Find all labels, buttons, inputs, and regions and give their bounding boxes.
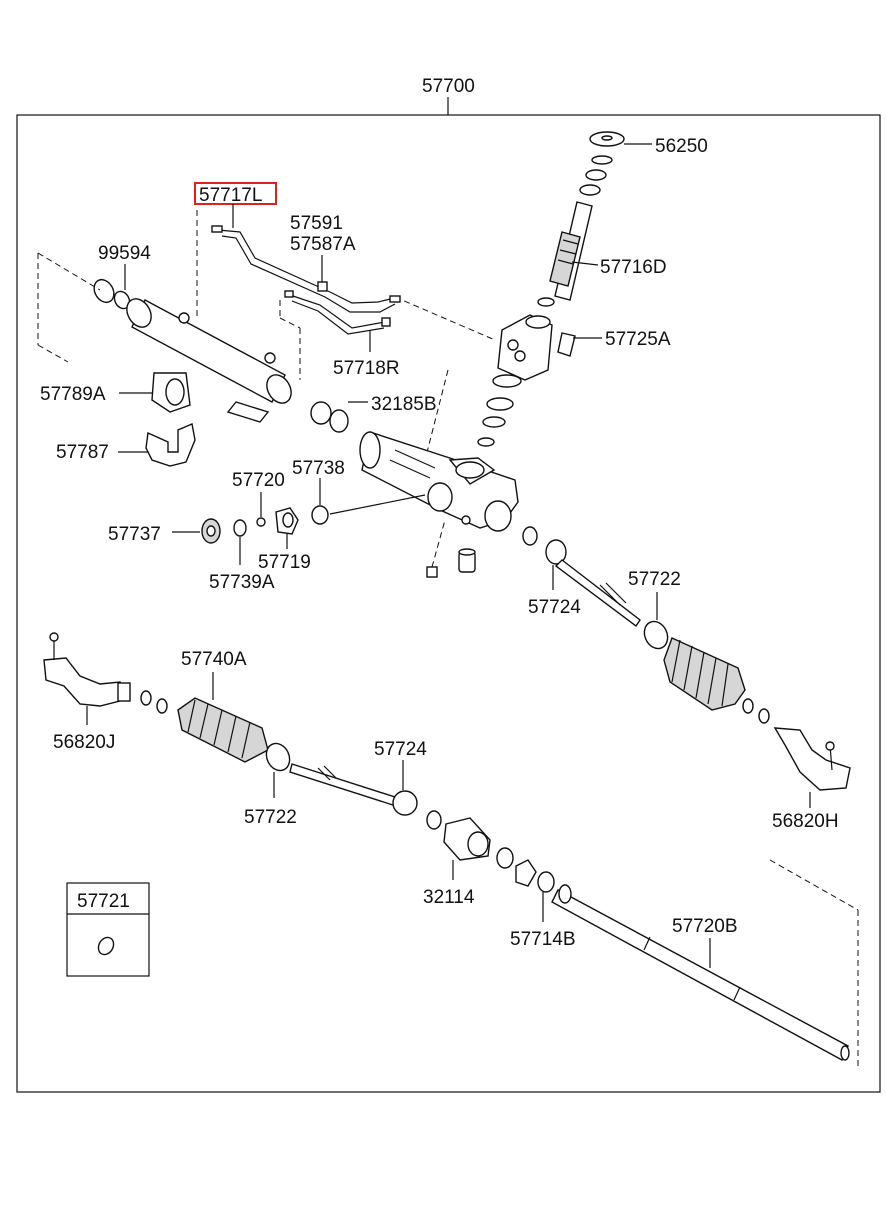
- label-57787[interactable]: 57787: [56, 442, 109, 463]
- part-57722-clamp-left[interactable]: [262, 740, 294, 775]
- part-57740A-boot-left[interactable]: [177, 697, 269, 763]
- part-57720-nut[interactable]: [256, 517, 266, 527]
- boot-right[interactable]: [663, 637, 746, 711]
- label-57722-left[interactable]: 57722: [244, 807, 297, 828]
- part-57738-oring[interactable]: [311, 505, 329, 525]
- part-57718R-return-tube[interactable]: [284, 290, 391, 335]
- label-57714B[interactable]: 57714B: [510, 929, 576, 950]
- label-57722-right[interactable]: 57722: [628, 569, 681, 590]
- highlight-box-57717L: [194, 182, 277, 205]
- label-57738[interactable]: 57738: [292, 458, 345, 479]
- cylinder-tube[interactable]: [122, 295, 296, 408]
- label-57720B[interactable]: 57720B: [672, 916, 738, 937]
- gear-housing[interactable]: [359, 431, 519, 532]
- label-plate: [226, 401, 270, 423]
- part-57789A-bushing[interactable]: [151, 372, 191, 413]
- label-57724-right[interactable]: 57724: [528, 597, 581, 618]
- label-57717L[interactable]: 57717L: [199, 185, 262, 206]
- label-57789A[interactable]: 57789A: [40, 384, 106, 405]
- pinion-seals: [579, 155, 613, 196]
- label-56250[interactable]: 56250: [655, 136, 708, 157]
- part-56820H-tie-rod-end[interactable]: [773, 727, 851, 791]
- housing-mount: [458, 548, 476, 573]
- tie-rod-ring-right: [522, 526, 538, 546]
- label-57724-left[interactable]: 57724: [374, 739, 427, 760]
- inset-57721[interactable]: [66, 882, 150, 977]
- part-56250-washer[interactable]: [589, 131, 625, 147]
- label-57725A[interactable]: 57725A: [605, 329, 671, 350]
- part-57714B-nut[interactable]: [515, 859, 555, 893]
- part-57725A-plug[interactable]: [557, 332, 576, 357]
- part-57717L-feed-tube[interactable]: [211, 225, 401, 313]
- label-57740A[interactable]: 57740A: [181, 649, 247, 670]
- part-32114-bushing[interactable]: [443, 817, 491, 861]
- housing-bolt: [426, 519, 446, 578]
- part-57737-locknut[interactable]: [201, 518, 221, 544]
- assembly-label[interactable]: 57700: [422, 76, 475, 97]
- label-57591[interactable]: 57591: [290, 213, 343, 234]
- part-56820J-tie-rod-end[interactable]: [43, 632, 131, 707]
- part-99594-seal[interactable]: [90, 276, 132, 311]
- part-57716D-pinion-shaft[interactable]: [537, 201, 593, 307]
- label-99594[interactable]: 99594: [98, 243, 151, 264]
- part-57724-inner-tie-rod-left[interactable]: [289, 763, 418, 816]
- part-57591-clip[interactable]: [317, 281, 328, 292]
- label-57719[interactable]: 57719: [258, 552, 311, 573]
- label-32185B[interactable]: 32185B: [371, 394, 437, 415]
- label-57739A[interactable]: 57739A: [209, 572, 275, 593]
- label-56820H[interactable]: 56820H: [772, 811, 839, 832]
- label-57737[interactable]: 57737: [108, 524, 161, 545]
- label-57718R[interactable]: 57718R: [333, 358, 400, 379]
- part-57787-bracket[interactable]: [145, 423, 196, 467]
- label-57587A[interactable]: 57587A: [290, 234, 356, 255]
- label-32114[interactable]: 32114: [423, 887, 475, 908]
- part-32185B-seals[interactable]: [310, 401, 349, 433]
- valve-housing[interactable]: [497, 314, 553, 381]
- part-57719-adjuster[interactable]: [275, 507, 299, 535]
- label-57720[interactable]: 57720: [232, 470, 285, 491]
- housing-seals: [477, 374, 522, 447]
- part-57720B-rack[interactable]: [551, 884, 850, 1061]
- label-56820J[interactable]: 56820J: [53, 732, 115, 753]
- label-57721[interactable]: 57721: [77, 891, 130, 912]
- part-57722-clamp-right[interactable]: [640, 618, 672, 653]
- label-57716D[interactable]: 57716D: [600, 257, 667, 278]
- part-57739A-ring[interactable]: [233, 519, 247, 537]
- part-57724-inner-tie-rod-right[interactable]: [545, 539, 641, 628]
